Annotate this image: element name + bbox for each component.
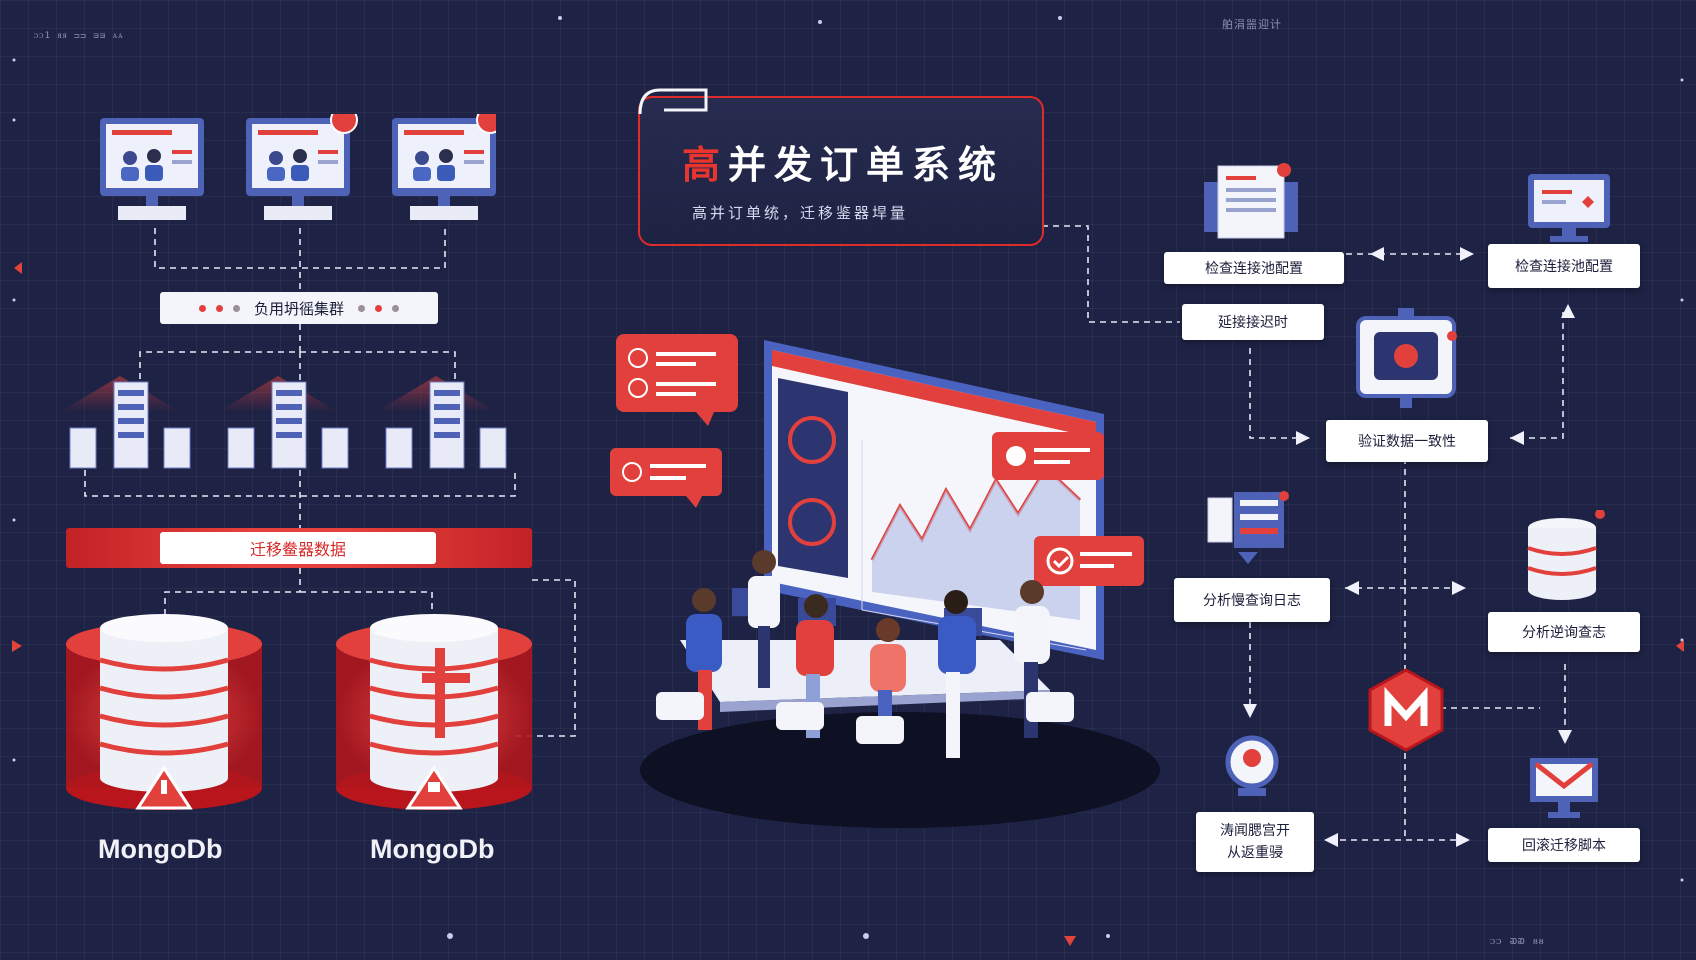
verify-consistency-step: 验证数据一致性 bbox=[1326, 420, 1488, 462]
client-monitor-icon bbox=[100, 118, 204, 220]
load-balancer-cluster: 负用坍徭集群 bbox=[160, 292, 438, 324]
mail-icon bbox=[1530, 758, 1598, 818]
mongodb-database-icon bbox=[336, 614, 532, 810]
connection-timeout-step: 延接接迟时 bbox=[1182, 304, 1324, 340]
server-stack-icon bbox=[1207, 491, 1289, 564]
team-dashboard-illustration bbox=[610, 334, 1160, 828]
title-accent-char: 高 bbox=[682, 143, 729, 187]
alert-bubble-icon bbox=[610, 448, 722, 508]
monitor-icon bbox=[1528, 174, 1610, 242]
title-bracket-decoration bbox=[638, 88, 708, 115]
database-label-right: MongoDb bbox=[370, 834, 495, 864]
rollback-script-step: 回滚迁移脚本 bbox=[1488, 828, 1640, 862]
robot-icon bbox=[1356, 308, 1457, 408]
team-member-figures bbox=[656, 550, 1074, 758]
database-label-left: MongoDb bbox=[98, 834, 223, 864]
client-monitors bbox=[100, 114, 496, 220]
title-rest: 并发订单系统 bbox=[728, 143, 1005, 187]
server-rack-icon bbox=[218, 376, 349, 469]
analyze-slow-log-step: 分析慢查询日志 bbox=[1174, 578, 1330, 622]
alert-bubble-icon bbox=[616, 334, 738, 426]
migration-banner-label: 迁移鲞器数据 bbox=[160, 532, 436, 564]
client-monitor-icon bbox=[246, 114, 358, 220]
server-rack-icon bbox=[376, 376, 507, 469]
check-pool-config-right: 检查连接池配置 bbox=[1488, 244, 1640, 288]
page-subtitle: 高并订单统，迁移鉴器垾量 bbox=[692, 204, 909, 222]
top-left-microtext: ᴐᴐ1 ᴙᴙ ᴝᴝ ᴟᴟ ᴀᴀ bbox=[34, 31, 124, 41]
check-pool-config-left: 检查连接池配置 bbox=[1164, 252, 1344, 284]
user-target-icon bbox=[1225, 735, 1279, 796]
restart-step-line1: 涛闻腮宫开 bbox=[1220, 823, 1290, 839]
mongodb-hub-icon bbox=[1368, 668, 1444, 752]
database-cylinders bbox=[66, 614, 532, 810]
database-icon bbox=[1527, 510, 1605, 600]
server-rack-icon bbox=[60, 376, 191, 469]
page-title: 高并发订单系统 bbox=[682, 134, 1004, 189]
document-icon bbox=[1204, 163, 1298, 239]
restart-step-line2: 从返重骎 bbox=[1227, 845, 1283, 861]
bottom-right-microtext: ᴐᴐ ᴔᴔ ᴕᴕ bbox=[1490, 934, 1545, 947]
restart-step: 涛闻腮宫开 从返重骎 bbox=[1196, 812, 1314, 872]
top-right-microtext: 舶涓噐迎计 bbox=[1222, 18, 1282, 31]
user-alert-bubble-icon bbox=[992, 432, 1104, 480]
load-balancer-label: 负用坍徭集群 bbox=[253, 299, 344, 318]
mongodb-database-icon bbox=[66, 614, 262, 810]
migration-banner: 迁移鲞器数据 bbox=[66, 528, 532, 568]
analyze-query-log-step: 分析逆询查志 bbox=[1488, 612, 1640, 652]
title-panel: 高并发订单系统 高并订单统，迁移鉴器垾量 bbox=[638, 96, 1044, 246]
check-bubble-icon bbox=[1034, 536, 1144, 586]
client-monitor-icon bbox=[392, 114, 496, 220]
server-racks bbox=[60, 376, 507, 469]
